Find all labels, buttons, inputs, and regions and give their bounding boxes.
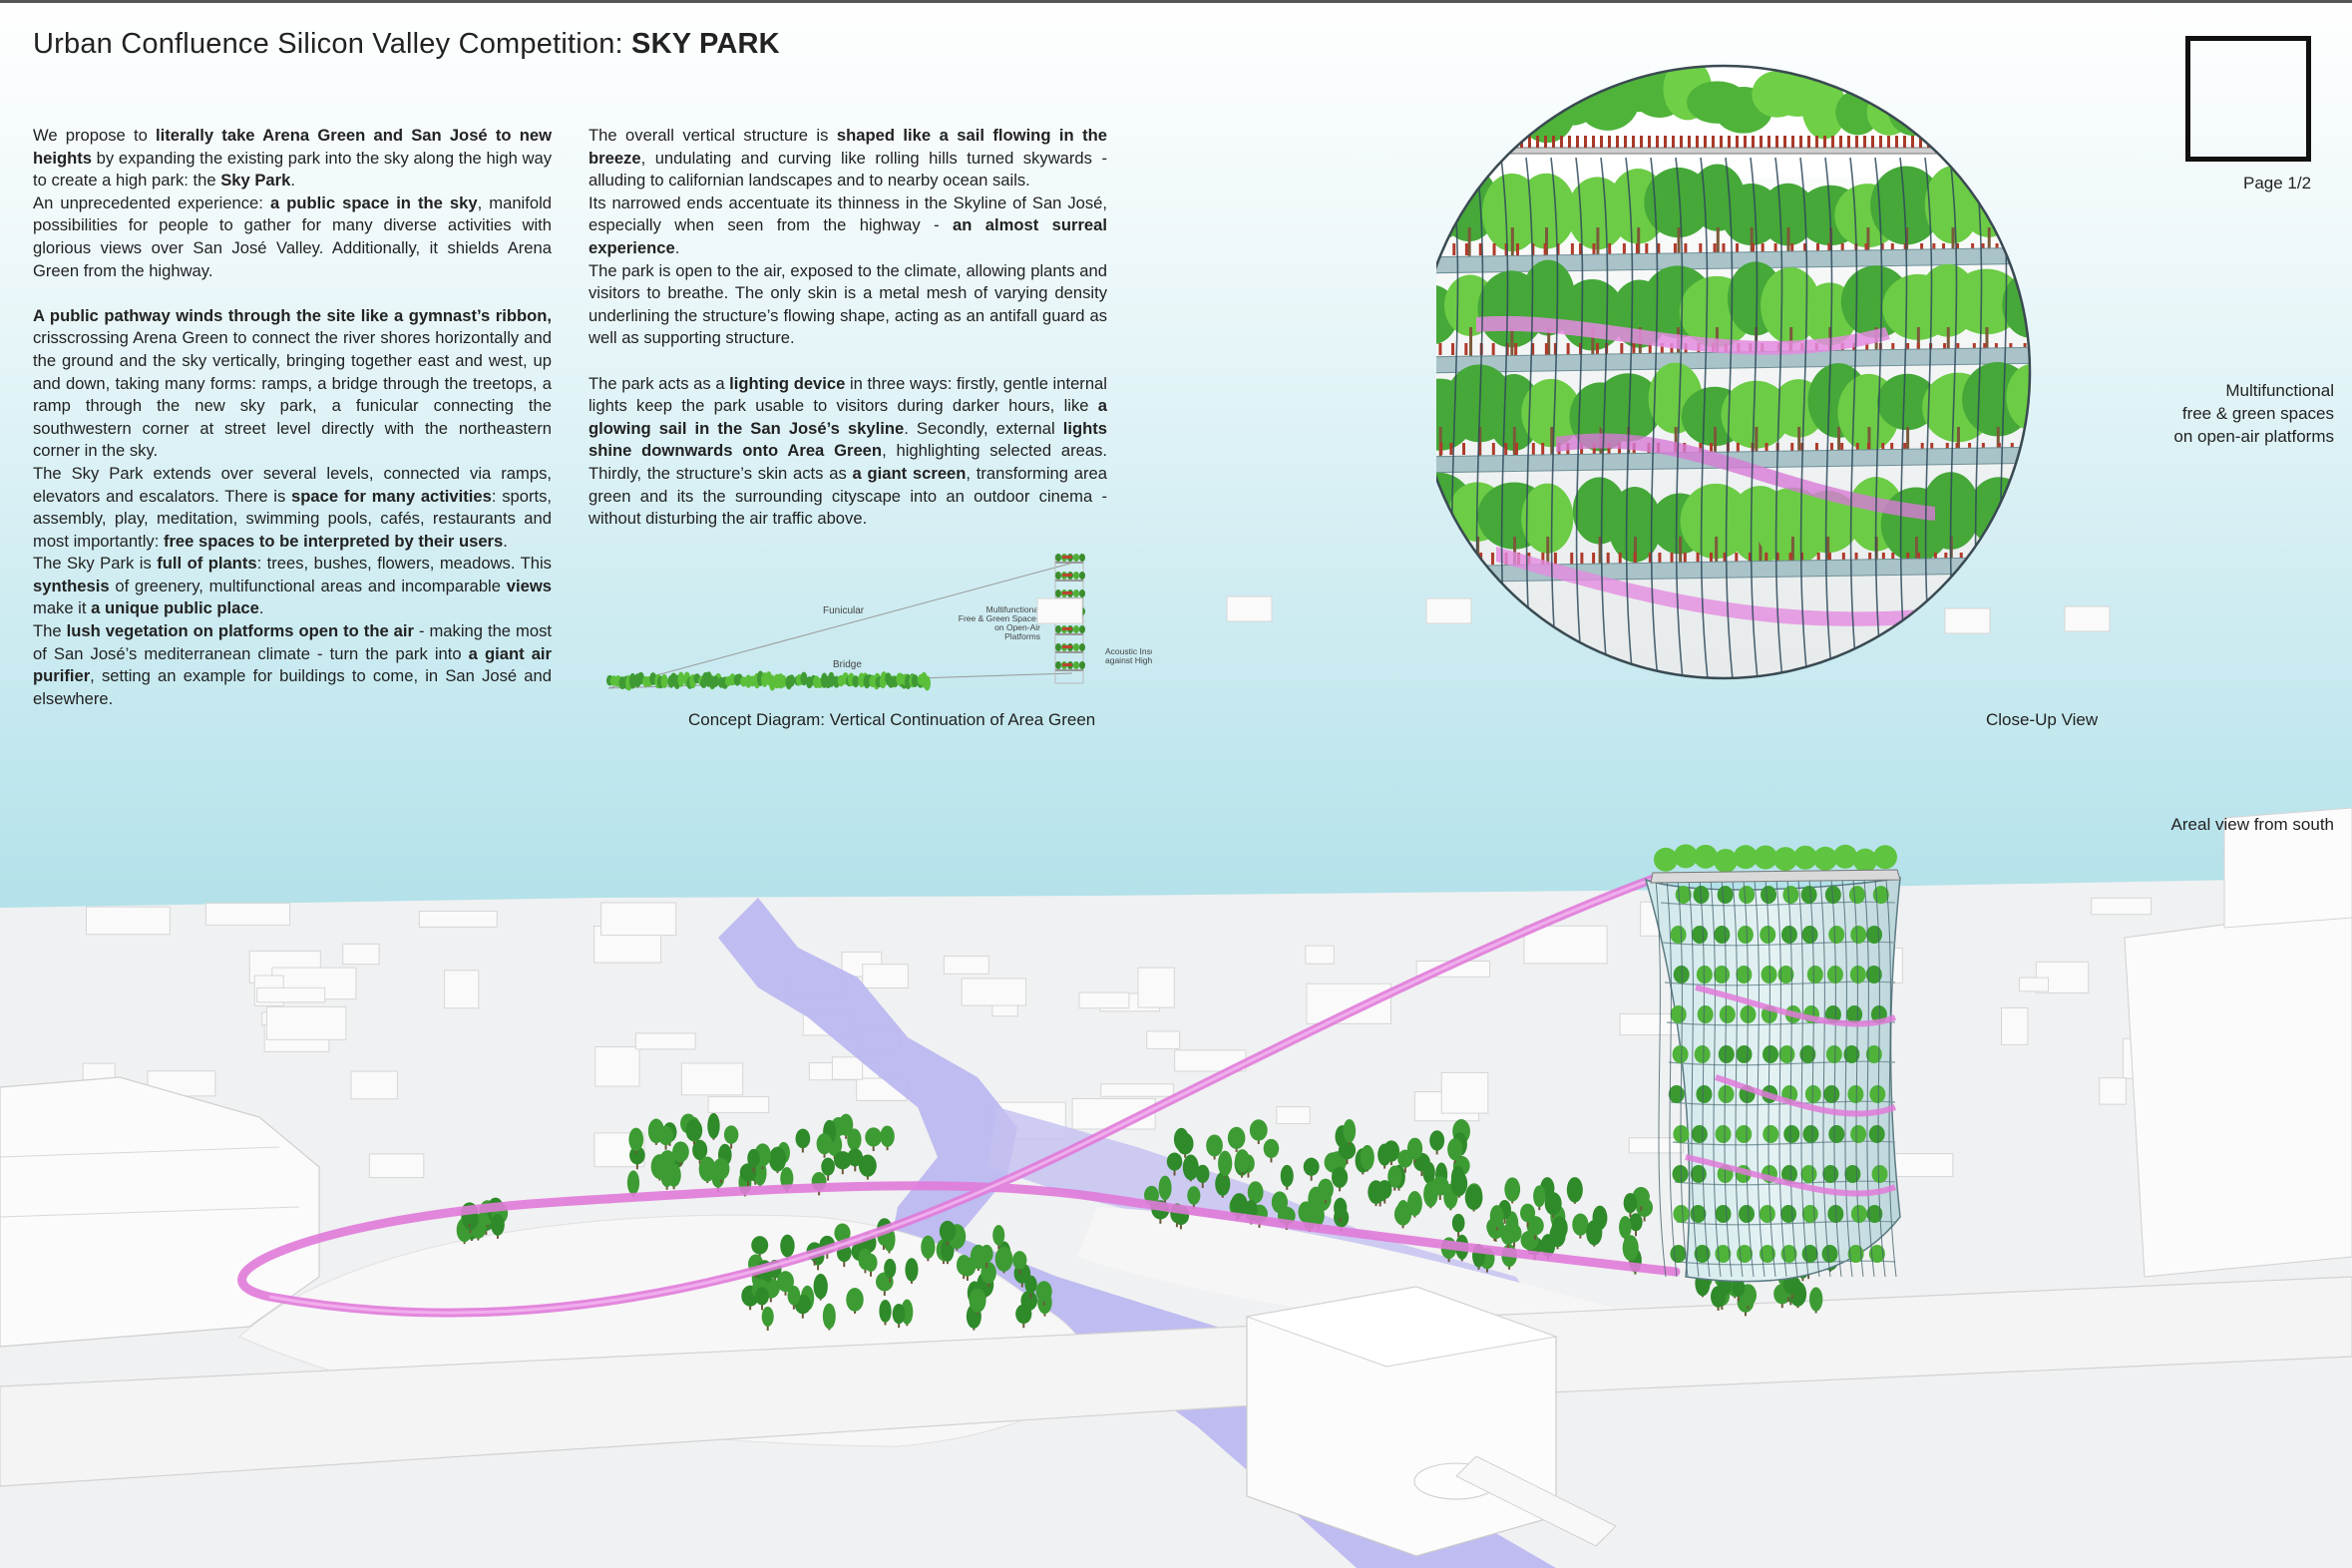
- body-text: .: [258, 598, 264, 618]
- body-text: , setting an example for buildings to co…: [33, 666, 552, 708]
- highlight-text: literally take Arena Green and San José …: [33, 126, 552, 168]
- side-label-line-2: free & green spaces: [2181, 404, 2334, 423]
- description-column-left: We propose to literally take Arena Green…: [33, 125, 552, 710]
- body-text: , transforming area green and its the su…: [588, 463, 1107, 529]
- body-text: .: [290, 171, 295, 191]
- body-text: An unprecedented experience:: [33, 193, 270, 212]
- paragraph: An unprecedented experience: a public sp…: [33, 193, 552, 282]
- highlight-text: Sky Park: [220, 171, 291, 191]
- top-border: [0, 0, 2352, 3]
- highlight-text: A public pathway winds through the site …: [33, 305, 552, 325]
- page-title: Urban Confluence Silicon Valley Competit…: [33, 28, 780, 60]
- body-text: We propose to: [33, 126, 156, 145]
- paragraph: The lush vegetation on platforms open to…: [33, 620, 552, 710]
- highlight-text: lighting device: [729, 373, 846, 393]
- body-text: crisscrossing Arena Green to connect the…: [33, 328, 552, 461]
- body-text: .: [503, 531, 508, 551]
- platforms-label-1: Multifunctional: [986, 604, 1040, 614]
- body-text: : sports, assembly, play, meditation, sw…: [33, 486, 553, 551]
- concept-diagram: Funicular Bridge Multifunctional Free & …: [605, 554, 1152, 691]
- paragraph: The Sky Park extends over several levels…: [33, 463, 552, 553]
- highlight-text: a giant screen: [852, 463, 967, 483]
- body-text: The: [33, 621, 67, 641]
- logo-placeholder-box: [2185, 36, 2311, 162]
- paragraph: The park is open to the air, exposed to …: [588, 260, 1107, 350]
- body-text: make it: [33, 598, 92, 618]
- side-label-line-3: on open-air platforms: [2173, 427, 2334, 446]
- highlight-text: a public space in the sky: [269, 193, 478, 212]
- body-text: , manifold possibilities for people to g…: [33, 193, 552, 280]
- close-up-view-illustration: [1436, 64, 2032, 680]
- body-text: : trees, bushes, flowers, meadows. This: [256, 554, 552, 574]
- body-text: The park acts as a: [588, 373, 730, 393]
- body-text: by expanding the existing park into the …: [33, 148, 552, 191]
- paragraph: The overall vertical structure is shaped…: [588, 125, 1107, 193]
- highlight-text: a unique public place: [91, 598, 259, 618]
- close-up-caption: Close-Up View: [1986, 710, 2099, 729]
- highlight-text: a glowing sail in the San José’s skyline: [588, 396, 1107, 438]
- highlight-text: space for many activities: [291, 486, 492, 506]
- funicular-label: Funicular: [823, 605, 865, 616]
- highlight-text: synthesis: [33, 576, 110, 595]
- body-text: , highlighting selected areas. Thirdly, …: [588, 441, 1108, 483]
- body-text: - making the most of San José’s mediterr…: [33, 621, 552, 663]
- body-text: The Sky Park is: [33, 554, 158, 574]
- aerial-view-illustration: [0, 595, 2352, 1568]
- body-text: Its narrowed ends accentuate its thinnes…: [588, 193, 1107, 235]
- platforms-label-4: Platforms: [1004, 631, 1040, 641]
- description-column-middle: The overall vertical structure is shaped…: [588, 125, 1107, 531]
- body-text: in three ways: firstly, gentle internal …: [588, 373, 1107, 416]
- body-text: .: [674, 237, 680, 257]
- bridge-label: Bridge: [833, 659, 862, 670]
- paragraph: A public pathway winds through the site …: [33, 305, 552, 463]
- side-label-line-1: Multifunctional: [2225, 381, 2334, 400]
- highlight-text: lush vegetation on platforms open to the…: [66, 621, 414, 641]
- paragraph: We propose to literally take Arena Green…: [33, 125, 552, 193]
- highlight-text: lights shine downwards onto Area Green: [588, 418, 1107, 461]
- body-text: . Secondly, external: [904, 418, 1063, 438]
- highlight-text: an almost surreal experience: [588, 215, 1108, 257]
- body-text: The Sky Park extends over several levels…: [33, 463, 552, 506]
- diagram-caption: Concept Diagram: Vertical Continuation o…: [688, 710, 1096, 729]
- acoustic-label-2: against Highway: [1105, 655, 1152, 665]
- aerial-caption: Areal view from south: [2170, 815, 2334, 834]
- platforms-label-2: Free & Green Spaces: [959, 613, 1040, 623]
- paragraph: The park acts as a lighting device in th…: [588, 373, 1107, 531]
- highlight-text: shaped like a sail flowing in the breeze: [588, 126, 1108, 168]
- body-text: of greenery, multifunctional areas and i…: [109, 576, 507, 595]
- body-text: The overall vertical structure is: [588, 126, 837, 145]
- highlight-text: a giant air purifier: [33, 643, 552, 686]
- body-text: The park is open to the air, exposed to …: [588, 260, 1107, 348]
- platforms-label-3: on Open-Air: [994, 622, 1040, 632]
- highlight-text: views: [506, 576, 552, 595]
- acoustic-label-1: Acoustic Insulation: [1105, 646, 1152, 656]
- page-number: Page 1/2: [2243, 174, 2312, 193]
- highlight-text: free spaces to be interpreted by their u…: [163, 531, 504, 551]
- paragraph: The Sky Park is full of plants: trees, b…: [33, 553, 552, 620]
- sky-park-tower: [1644, 844, 1901, 1283]
- body-text: , undulating and curving like rolling hi…: [588, 148, 1107, 191]
- paragraph: Its narrowed ends accentuate its thinnes…: [588, 193, 1107, 260]
- highlight-text: full of plants: [157, 554, 257, 574]
